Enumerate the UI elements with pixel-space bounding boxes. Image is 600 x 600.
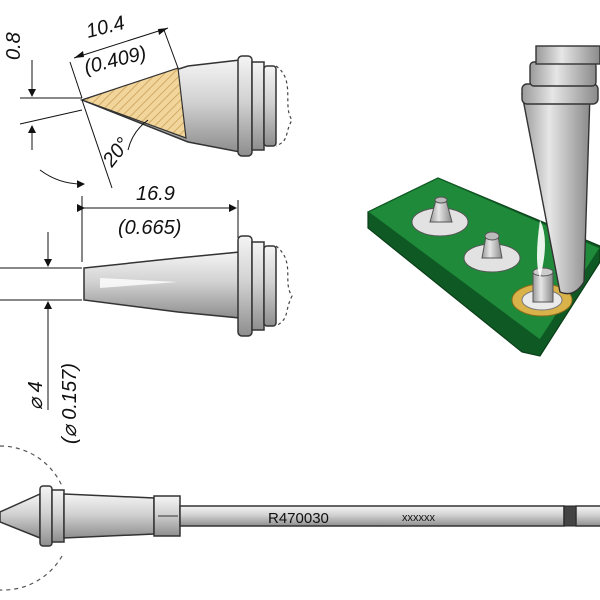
pcb-illustration <box>366 45 600 357</box>
tip-length-mm: 10.4 <box>84 12 127 43</box>
collar-ring-3 <box>263 65 277 147</box>
cartridge-collar-2 <box>51 489 65 543</box>
cartridge-end-band <box>563 505 577 527</box>
body-length-in: (0.665) <box>118 217 181 239</box>
tip-highlight <box>100 278 178 288</box>
body-length-mm: 16.9 <box>136 183 175 205</box>
tip-top-view <box>83 235 293 337</box>
soldering-tip-cone <box>521 93 591 295</box>
soldering-tip-collar <box>521 83 599 105</box>
cartridge-tip <box>0 492 41 540</box>
cartridge-rod <box>179 505 565 527</box>
break-line-top <box>275 65 293 147</box>
collar-ring-m2 <box>251 241 265 331</box>
diameter-in: (⌀ 0.157) <box>59 363 81 444</box>
collar-ring-1 <box>237 55 253 157</box>
part-suffix: xxxxxx <box>402 512 436 524</box>
dim-diameter: ⌀ 4 (⌀ 0.157) <box>0 232 82 444</box>
dim-body-length: 16.9 (0.665) <box>77 183 239 262</box>
tip-side-view <box>79 55 293 157</box>
tip-width-label: 0.8 <box>3 32 25 60</box>
cartridge-full-view: R470030 xxxxxx <box>0 445 600 591</box>
dim-tip-width: 0.8 <box>3 32 83 150</box>
tinned-face <box>80 67 187 139</box>
collar-ring-m1 <box>237 235 253 337</box>
part-number: R470030 <box>268 510 329 527</box>
tip-length-in: (0.409) <box>82 42 149 79</box>
collar-ring-2 <box>251 61 265 151</box>
diameter-mm: ⌀ 4 <box>25 381 47 410</box>
cartridge-shank <box>63 493 155 539</box>
collar-ring-m3 <box>263 245 277 327</box>
detail-circle <box>0 445 63 591</box>
cartridge-end <box>575 505 600 527</box>
cartridge-collar-1 <box>39 485 53 547</box>
tip-angle-label: 20° <box>98 134 135 172</box>
